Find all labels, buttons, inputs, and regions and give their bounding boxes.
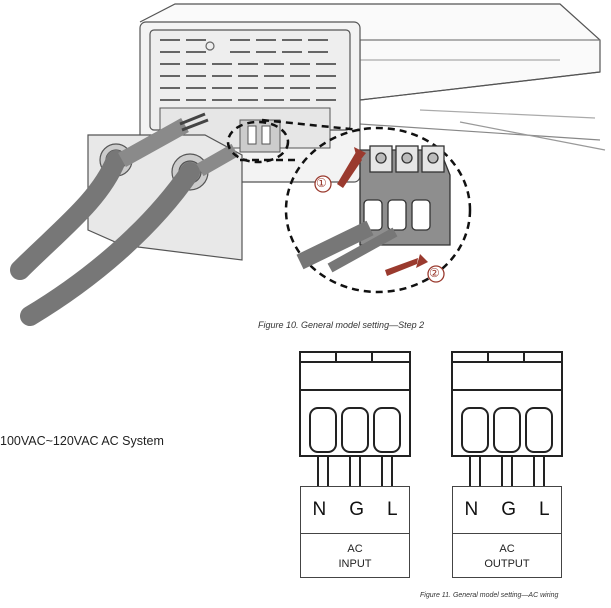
- pin-labels: N G L: [453, 487, 561, 534]
- ac-input-terminal-drawing: [299, 351, 411, 486]
- step-1-marker: ①: [316, 176, 327, 190]
- pin-g: G: [501, 499, 516, 520]
- pin-n: N: [464, 499, 479, 520]
- inverter-housing: [139, 3, 606, 183]
- step-markers: [314, 175, 445, 283]
- terminal-label-line1: AC: [347, 543, 363, 555]
- figure-11-caption: Figure 11. General model setting—AC wiri…: [420, 592, 559, 599]
- vent-slots: [160, 39, 336, 101]
- figure-10-caption: Figure 10. General model setting—Step 2: [258, 320, 425, 330]
- ac-output-terminal-table: N G L AC OUTPUT: [452, 486, 562, 578]
- pin-l: L: [538, 499, 550, 520]
- ac-system-label: 100VAC~120VAC AC System: [0, 434, 164, 448]
- ac-input-terminal-table: N G L AC INPUT: [300, 486, 410, 578]
- pin-l: L: [386, 499, 398, 520]
- terminal-label-line2: INPUT: [338, 558, 372, 570]
- step-arrows: [337, 147, 428, 276]
- terminal-block-zoomed: [296, 145, 451, 273]
- step-2-marker: ②: [429, 266, 440, 280]
- pin-g: G: [349, 499, 364, 520]
- cables: [10, 112, 239, 326]
- pin-labels: N G L: [301, 487, 409, 534]
- terminal-label: AC OUTPUT: [453, 534, 561, 572]
- pin-n: N: [312, 499, 327, 520]
- terminal-label-line2: OUTPUT: [484, 558, 530, 570]
- terminal-label-line1: AC: [499, 543, 515, 555]
- terminal-label: AC INPUT: [301, 534, 409, 572]
- zoom-callout: [226, 118, 472, 294]
- ac-output-terminal-drawing: [451, 351, 563, 486]
